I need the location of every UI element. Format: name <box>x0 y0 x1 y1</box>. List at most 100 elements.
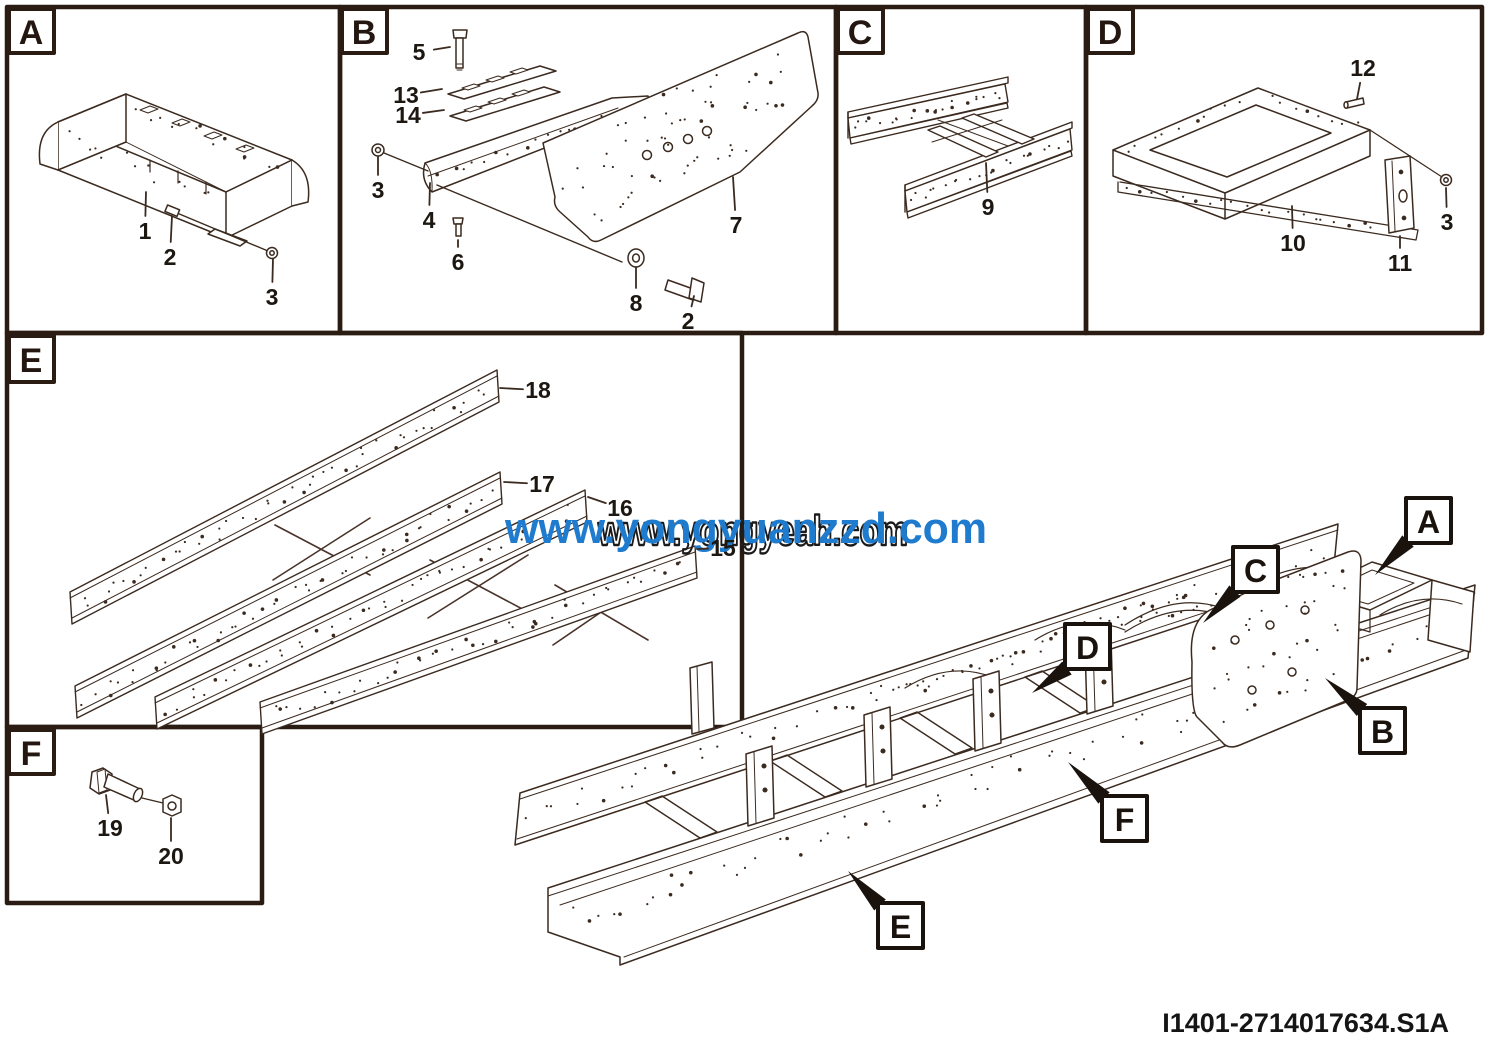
rivet-hole-dot <box>922 680 925 683</box>
rivet-hole-dot <box>587 919 592 923</box>
part-callout-8: 8 <box>630 290 643 316</box>
rivet-hole-dot <box>260 607 265 611</box>
rivet-hole-dot <box>954 178 958 182</box>
leader-line <box>105 794 110 815</box>
rivet-hole-dot <box>107 590 111 593</box>
rivet-hole-dot <box>934 108 938 112</box>
rivet-hole-dot <box>922 804 927 808</box>
rivet-hole-dot <box>715 73 718 77</box>
rivet-hole-dot <box>224 519 228 523</box>
rivet-hole-dot <box>994 92 997 95</box>
rivet-hole-dot <box>192 638 197 643</box>
rivet-hole-dot <box>155 668 158 672</box>
part-callout-13: 13 <box>393 82 419 108</box>
rivet-hole-dot <box>1391 643 1394 646</box>
rivet-hole-dot <box>438 571 442 574</box>
rivet-hole-dot <box>174 550 178 553</box>
rivet-hole-dot <box>1028 152 1032 156</box>
rivet-hole-dot <box>78 137 81 140</box>
rivet-hole-dot <box>1167 614 1170 618</box>
rivet-hole-dot <box>755 108 758 112</box>
rivet-hole-dot <box>508 621 511 624</box>
rivet-hole-dot <box>313 706 316 709</box>
rivet-hole-dot <box>526 146 530 150</box>
rivet-hole-dot <box>766 102 769 105</box>
rivet-hole-dot <box>450 568 454 571</box>
rivet-hole-dot <box>646 903 649 906</box>
rivet-hole-dot <box>1160 133 1163 136</box>
rivet-hole-dot <box>1220 198 1223 202</box>
rivet-hole-dot <box>242 611 246 615</box>
rivet-hole-dot <box>545 805 548 808</box>
rivet-hole-dot <box>350 556 354 559</box>
rivet-hole-dot <box>1140 615 1143 619</box>
rivet-hole-dot <box>916 684 919 687</box>
rivet-hole-dot <box>866 116 871 120</box>
rivet-hole-dot <box>651 896 655 899</box>
part-callout-2: 2 <box>682 308 695 334</box>
rivet-hole-dot <box>1252 703 1257 707</box>
rivet-hole-dot <box>147 164 150 167</box>
rivet-hole-dot <box>302 490 306 495</box>
rivet-hole-dot <box>1222 720 1225 723</box>
rivet-hole-dot <box>650 174 654 179</box>
rivet-hole-dot <box>944 184 947 187</box>
rivet-hole-dot <box>358 679 362 682</box>
rivet-hole-dot <box>1277 691 1282 695</box>
rivet-hole-dot <box>1295 642 1299 645</box>
rivet-hole-dot <box>1181 195 1185 198</box>
rivet-hole-dot <box>511 626 514 629</box>
rivet-hole-dot <box>592 593 596 596</box>
rivet-hole-dot <box>749 735 752 738</box>
rivet-hole-dot <box>133 165 137 168</box>
ref-leader-E <box>848 871 886 911</box>
part-17-rail <box>74 471 503 719</box>
rivet-hole-dot <box>1319 218 1322 221</box>
rivet-hole-dot <box>393 670 397 674</box>
rivet-hole-dot <box>850 706 855 710</box>
leader-line <box>144 191 147 217</box>
part-callout-3: 3 <box>1441 209 1454 235</box>
rivet-hole-dot <box>464 509 469 513</box>
rivet-hole-dot <box>669 873 674 877</box>
rivet-hole-dot <box>80 703 83 707</box>
rivet-hole-dot <box>278 707 282 711</box>
rivet-hole-dot <box>950 105 954 110</box>
rivet-hole-dot <box>1123 606 1127 611</box>
panel-d-frame <box>1083 4 1485 336</box>
rivet-hole-dot <box>643 116 647 119</box>
rivet-hole-dot <box>627 196 630 199</box>
leader-line <box>732 176 736 211</box>
rivet-hole-dot <box>299 707 302 710</box>
rivet-hole-dot <box>605 586 608 590</box>
rivet-hole-dot <box>905 683 908 686</box>
rivet-hole-dot <box>131 680 134 684</box>
rivet-hole-dot <box>1009 655 1012 658</box>
rivet-hole-dot <box>248 663 253 667</box>
rivet-hole-dot <box>459 411 463 414</box>
rivet-hole-dot <box>1167 601 1170 604</box>
rivet-hole-dot <box>195 127 198 130</box>
rivet-hole-dot <box>667 143 670 146</box>
rivet-hole-dot <box>382 548 386 552</box>
ref-box-B <box>1358 706 1407 755</box>
rivet-hole-dot <box>396 661 399 664</box>
rivet-hole-dot <box>1069 751 1072 755</box>
rivet-hole-dot <box>386 676 389 679</box>
rivet-hole-dot <box>1302 213 1305 216</box>
rivet-hole-dot <box>659 179 662 182</box>
rivet-hole-dot <box>494 639 498 644</box>
rivet-hole-dot <box>909 198 913 202</box>
rivet-hole-dot <box>438 569 441 573</box>
rivet-hole-dot <box>854 126 857 129</box>
rivet-hole-dot <box>178 550 181 553</box>
rivet-hole-dot <box>434 649 438 653</box>
rivet-hole-dot <box>717 157 720 160</box>
rivet-hole-dot <box>1009 161 1012 165</box>
rivet-hole-dot <box>1247 666 1250 669</box>
rivet-hole-dot <box>266 499 269 502</box>
leader-line <box>419 88 443 94</box>
rivet-hole-dot <box>600 219 603 222</box>
panel-letter-boxes: A B C D E F <box>7 7 1135 776</box>
rivet-hole-dot <box>298 641 301 644</box>
